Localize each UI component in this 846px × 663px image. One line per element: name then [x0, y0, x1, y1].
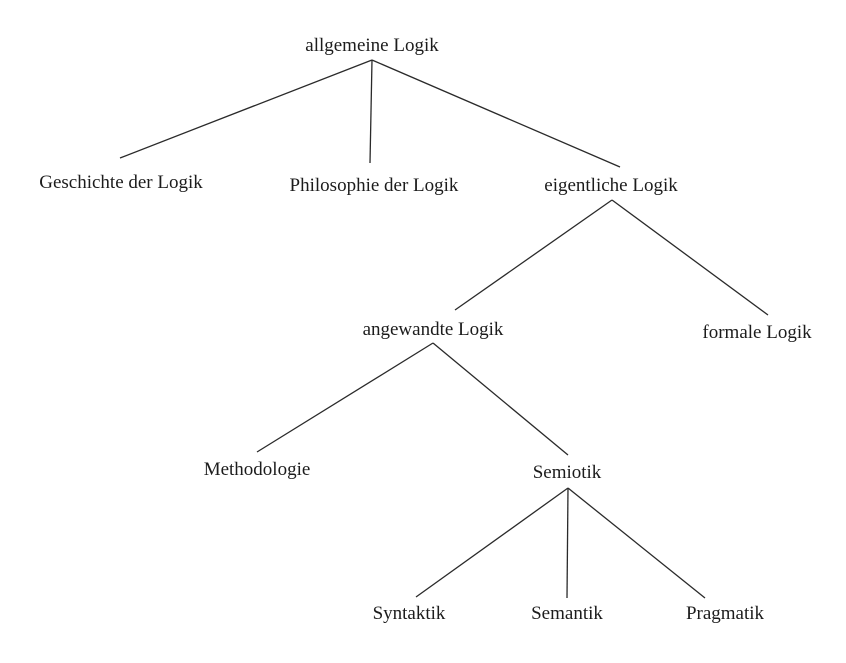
node-pragmatik: Pragmatik — [685, 603, 765, 624]
edge-applied-to-semiotics — [432, 342, 569, 456]
edge-proper-to-applied — [454, 199, 613, 311]
edge-semiotics-to-pragmatics — [567, 487, 706, 599]
edge-root-to-proper — [371, 59, 621, 168]
node-geschichte-der-logik: Geschichte der Logik — [39, 172, 203, 193]
node-syntaktik: Syntaktik — [372, 603, 446, 624]
edge-semiotics-to-semantics — [566, 487, 569, 599]
node-allgemeine-logik: allgemeine Logik — [305, 35, 439, 56]
node-angewandte-logik: angewandte Logik — [362, 319, 504, 340]
edge-applied-to-methodology — [256, 342, 434, 453]
edge-proper-to-formal — [611, 199, 769, 316]
edge-root-to-history — [119, 59, 373, 159]
edge-root-to-philosophy — [369, 59, 373, 164]
node-semiotik: Semiotik — [532, 462, 602, 483]
node-formale-logik: formale Logik — [702, 322, 812, 343]
node-philosophie-der-logik: Philosophie der Logik — [289, 175, 459, 196]
node-semantik: Semantik — [531, 603, 603, 624]
node-eigentliche-logik: eigentliche Logik — [544, 175, 678, 196]
node-methodologie: Methodologie — [203, 459, 311, 480]
edge-semiotics-to-syntactics — [415, 487, 569, 598]
